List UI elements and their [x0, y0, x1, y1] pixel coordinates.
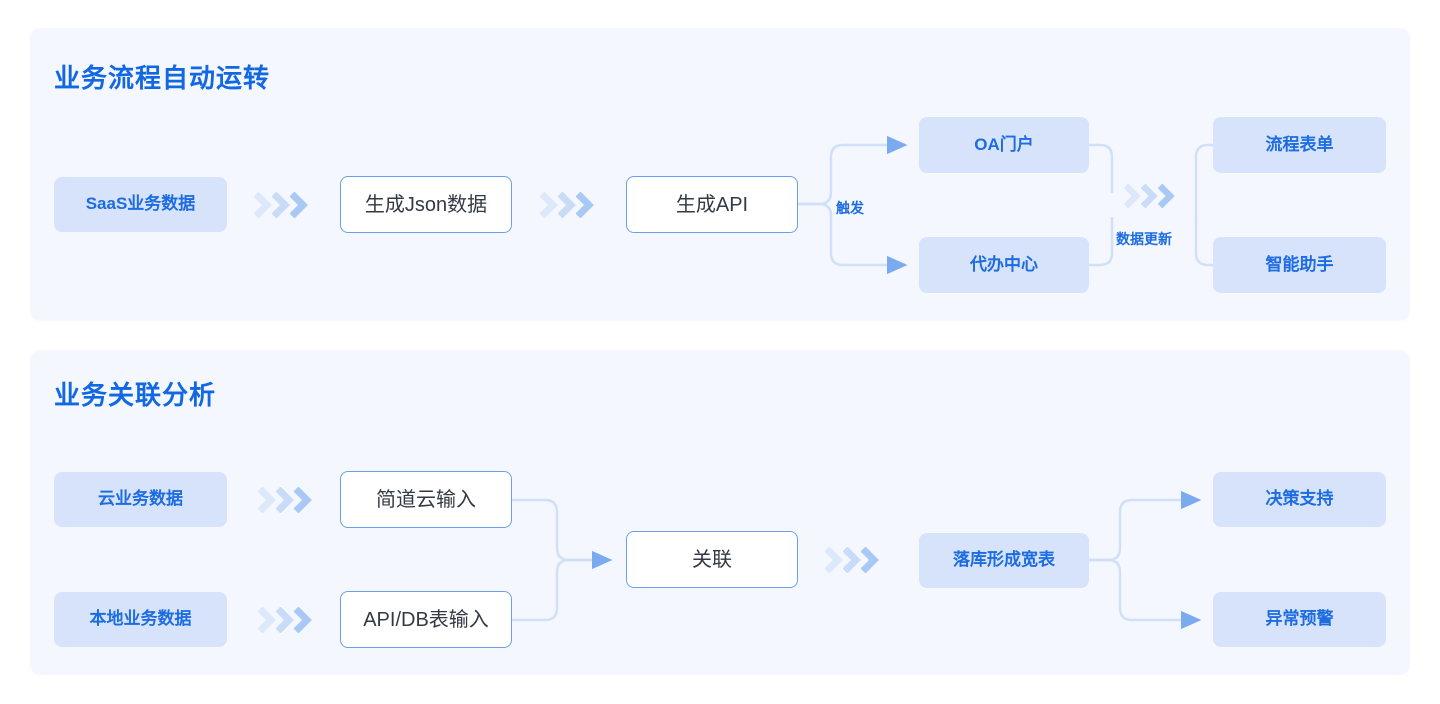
chevron-icon [276, 607, 294, 633]
node-gen-api[interactable]: 生成API [626, 176, 798, 233]
chevron-icon [576, 192, 594, 218]
node-cloud-data[interactable]: 云业务数据 [54, 472, 227, 527]
chevrons-data-update [1124, 184, 1175, 208]
chevron-icon [294, 607, 312, 633]
chevron-icon [294, 487, 312, 513]
chevrons-correlate-to-wide-table [825, 547, 879, 573]
node-smart-assistant[interactable]: 智能助手 [1213, 237, 1386, 293]
node-gen-json[interactable]: 生成Json数据 [340, 176, 512, 233]
chevron-icon [290, 192, 308, 218]
node-todo-center[interactable]: 代办中心 [919, 237, 1089, 293]
chevron-icon [861, 547, 879, 573]
edge-label-trigger: 触发 [836, 200, 864, 216]
section-title-business-process-automation: 业务流程自动运转 [54, 63, 271, 93]
node-api-db-input[interactable]: API/DB表输入 [340, 591, 512, 648]
node-anomaly-alert[interactable]: 异常预警 [1213, 592, 1386, 647]
node-decision-support[interactable]: 决策支持 [1213, 472, 1386, 527]
node-saas-data[interactable]: SaaS业务数据 [54, 177, 227, 232]
chevron-icon [276, 487, 294, 513]
node-jiandaoyun-input[interactable]: 简道云输入 [340, 471, 512, 528]
chevrons-saas-to-json [254, 192, 308, 218]
chevron-icon [540, 192, 558, 218]
chevron-icon [272, 192, 290, 218]
chevrons-local-to-api-db [258, 607, 312, 633]
section-title-business-correlation-analysis: 业务关联分析 [54, 380, 217, 410]
chevrons-cloud-to-jiandaoyun [258, 487, 312, 513]
section-business-correlation-analysis: 业务关联分析 [30, 350, 1410, 675]
node-wide-table[interactable]: 落库形成宽表 [919, 533, 1089, 588]
chevron-icon [558, 192, 576, 218]
chevron-icon [825, 547, 843, 573]
chevron-icon [258, 607, 276, 633]
section-business-process-automation: 业务流程自动运转 [30, 28, 1410, 321]
chevron-icon [843, 547, 861, 573]
node-oa-portal[interactable]: OA门户 [919, 117, 1089, 173]
chevron-icon [1158, 184, 1175, 208]
chevron-icon [258, 487, 276, 513]
edge-label-data-update: 数据更新 [1116, 231, 1172, 247]
node-local-data[interactable]: 本地业务数据 [54, 592, 227, 647]
chevrons-json-to-api [540, 192, 594, 218]
chevron-icon [254, 192, 272, 218]
chevron-icon [1141, 184, 1158, 208]
node-process-form[interactable]: 流程表单 [1213, 117, 1386, 173]
node-correlate[interactable]: 关联 [626, 531, 798, 588]
chevron-icon [1124, 184, 1141, 208]
